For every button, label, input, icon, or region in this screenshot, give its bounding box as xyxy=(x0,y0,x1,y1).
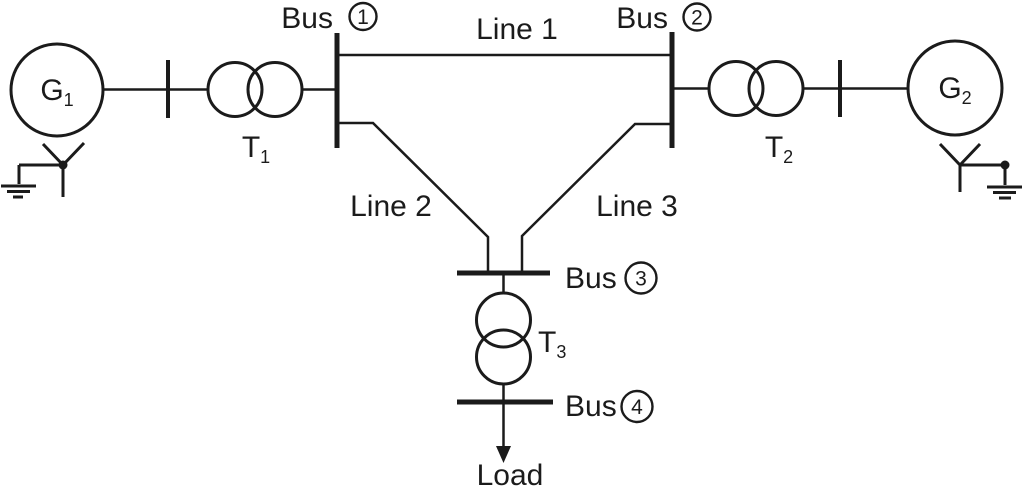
generator-g1: G1 xyxy=(9,42,105,138)
transformer-winding-icon xyxy=(707,60,765,117)
transformer-t3-label: T3 xyxy=(538,326,566,362)
transformer-winding-icon xyxy=(747,60,805,117)
transformer-winding-icon xyxy=(246,61,304,118)
transformer-t2: T2 xyxy=(707,60,805,167)
bus2-number-circle-icon xyxy=(682,2,712,32)
generator-g1-grounding-wye-icon xyxy=(1,141,86,199)
bus3-label: Bus xyxy=(565,262,617,295)
load-arrow-head-icon xyxy=(496,446,511,463)
generator-g2-grounding-wye-icon xyxy=(938,142,1022,200)
generator-g1-label: G1 xyxy=(40,74,73,110)
bus2-number: 2 xyxy=(691,7,703,30)
bus-4: Bus 4 xyxy=(457,389,654,424)
transformer-winding-icon xyxy=(206,61,264,118)
transformer-t1-label: T1 xyxy=(242,131,270,167)
bus1-number-circle-icon xyxy=(348,1,378,32)
ground-symbol-icon xyxy=(1,184,36,199)
bus-3: Bus 3 xyxy=(457,261,658,295)
transformer-t3: T3 xyxy=(475,291,566,386)
bus-1: Bus 1 xyxy=(281,1,378,148)
transformer-t1: T1 xyxy=(206,61,304,167)
bus-2: Bus 2 xyxy=(616,2,712,148)
load: Load xyxy=(477,404,544,492)
ground-symbol-icon xyxy=(987,185,1022,200)
line2-label: Line 2 xyxy=(350,190,432,223)
load-label: Load xyxy=(477,459,544,487)
bus1-number: 1 xyxy=(357,6,369,29)
bus1-label: Bus xyxy=(281,2,333,35)
line2-conductor xyxy=(339,121,490,271)
line-2: Line 2 xyxy=(339,121,490,271)
bus4-label: Bus xyxy=(565,390,617,423)
bus4-number-circle-icon xyxy=(620,389,654,424)
bus2-label: Bus xyxy=(616,2,668,35)
bus4-number: 4 xyxy=(631,396,643,419)
transformer-winding-icon xyxy=(475,328,532,386)
line-1: Line 1 xyxy=(339,13,670,57)
generator-g2-label: G2 xyxy=(938,72,971,108)
line1-label: Line 1 xyxy=(476,13,558,46)
line3-conductor xyxy=(520,122,670,271)
generator-circle-icon xyxy=(906,39,1004,137)
transformer-winding-icon xyxy=(475,291,532,349)
line-3: Line 3 xyxy=(520,122,678,271)
transformer-t2-label: T2 xyxy=(765,131,793,167)
generator-g2: G2 xyxy=(906,39,1004,137)
bus3-number-circle-icon xyxy=(624,261,658,295)
bus3-number: 3 xyxy=(635,268,647,291)
line3-label: Line 3 xyxy=(596,190,678,223)
